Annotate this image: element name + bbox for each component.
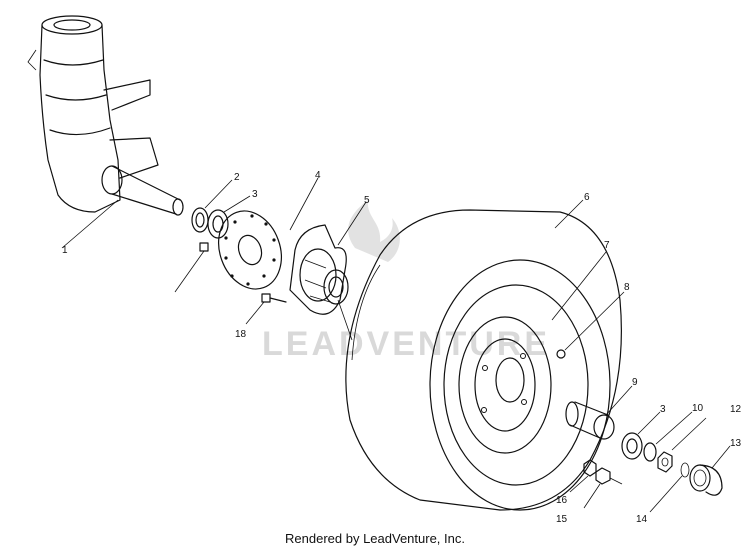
part-stud [261, 293, 287, 303]
callout-2: 2 [234, 172, 240, 183]
part-bearing-inner [207, 209, 229, 239]
part-seal [191, 207, 209, 233]
part-o-ring [680, 462, 690, 478]
callout-4: 4 [315, 170, 321, 181]
part-brake-disc [218, 210, 282, 290]
callout-3a: 3 [252, 189, 258, 200]
part-disc-bolt [174, 242, 209, 293]
callout-16: 16 [556, 495, 568, 506]
footer-credit: Rendered by LeadVenture, Inc. [285, 531, 465, 546]
part-rim [458, 316, 552, 454]
part-dust-cap [689, 464, 723, 496]
part-valve [556, 349, 566, 359]
part-bearing-outer [621, 432, 643, 460]
callout-18: 18 [235, 329, 247, 340]
callout-13: 13 [730, 438, 742, 449]
callout-8: 8 [624, 282, 630, 293]
part-spacer [565, 401, 615, 440]
part-washer [643, 442, 657, 462]
callout-14: 14 [636, 514, 648, 525]
callout-5: 5 [364, 195, 370, 206]
watermark-text: LEADVENTURE [262, 325, 550, 363]
part-hub [289, 224, 349, 315]
part-lug-nut-15 [595, 467, 623, 485]
callout-15: 15 [556, 514, 568, 525]
callout-3b: 3 [660, 404, 666, 415]
callout-1: 1 [62, 245, 68, 256]
part-spindle-knuckle [27, 15, 184, 216]
callout-6: 6 [584, 192, 590, 203]
callout-10: 10 [692, 403, 704, 414]
callout-12: 12 [730, 404, 742, 415]
part-nut [657, 451, 673, 473]
callout-9: 9 [632, 377, 638, 388]
callout-7: 7 [604, 240, 610, 251]
